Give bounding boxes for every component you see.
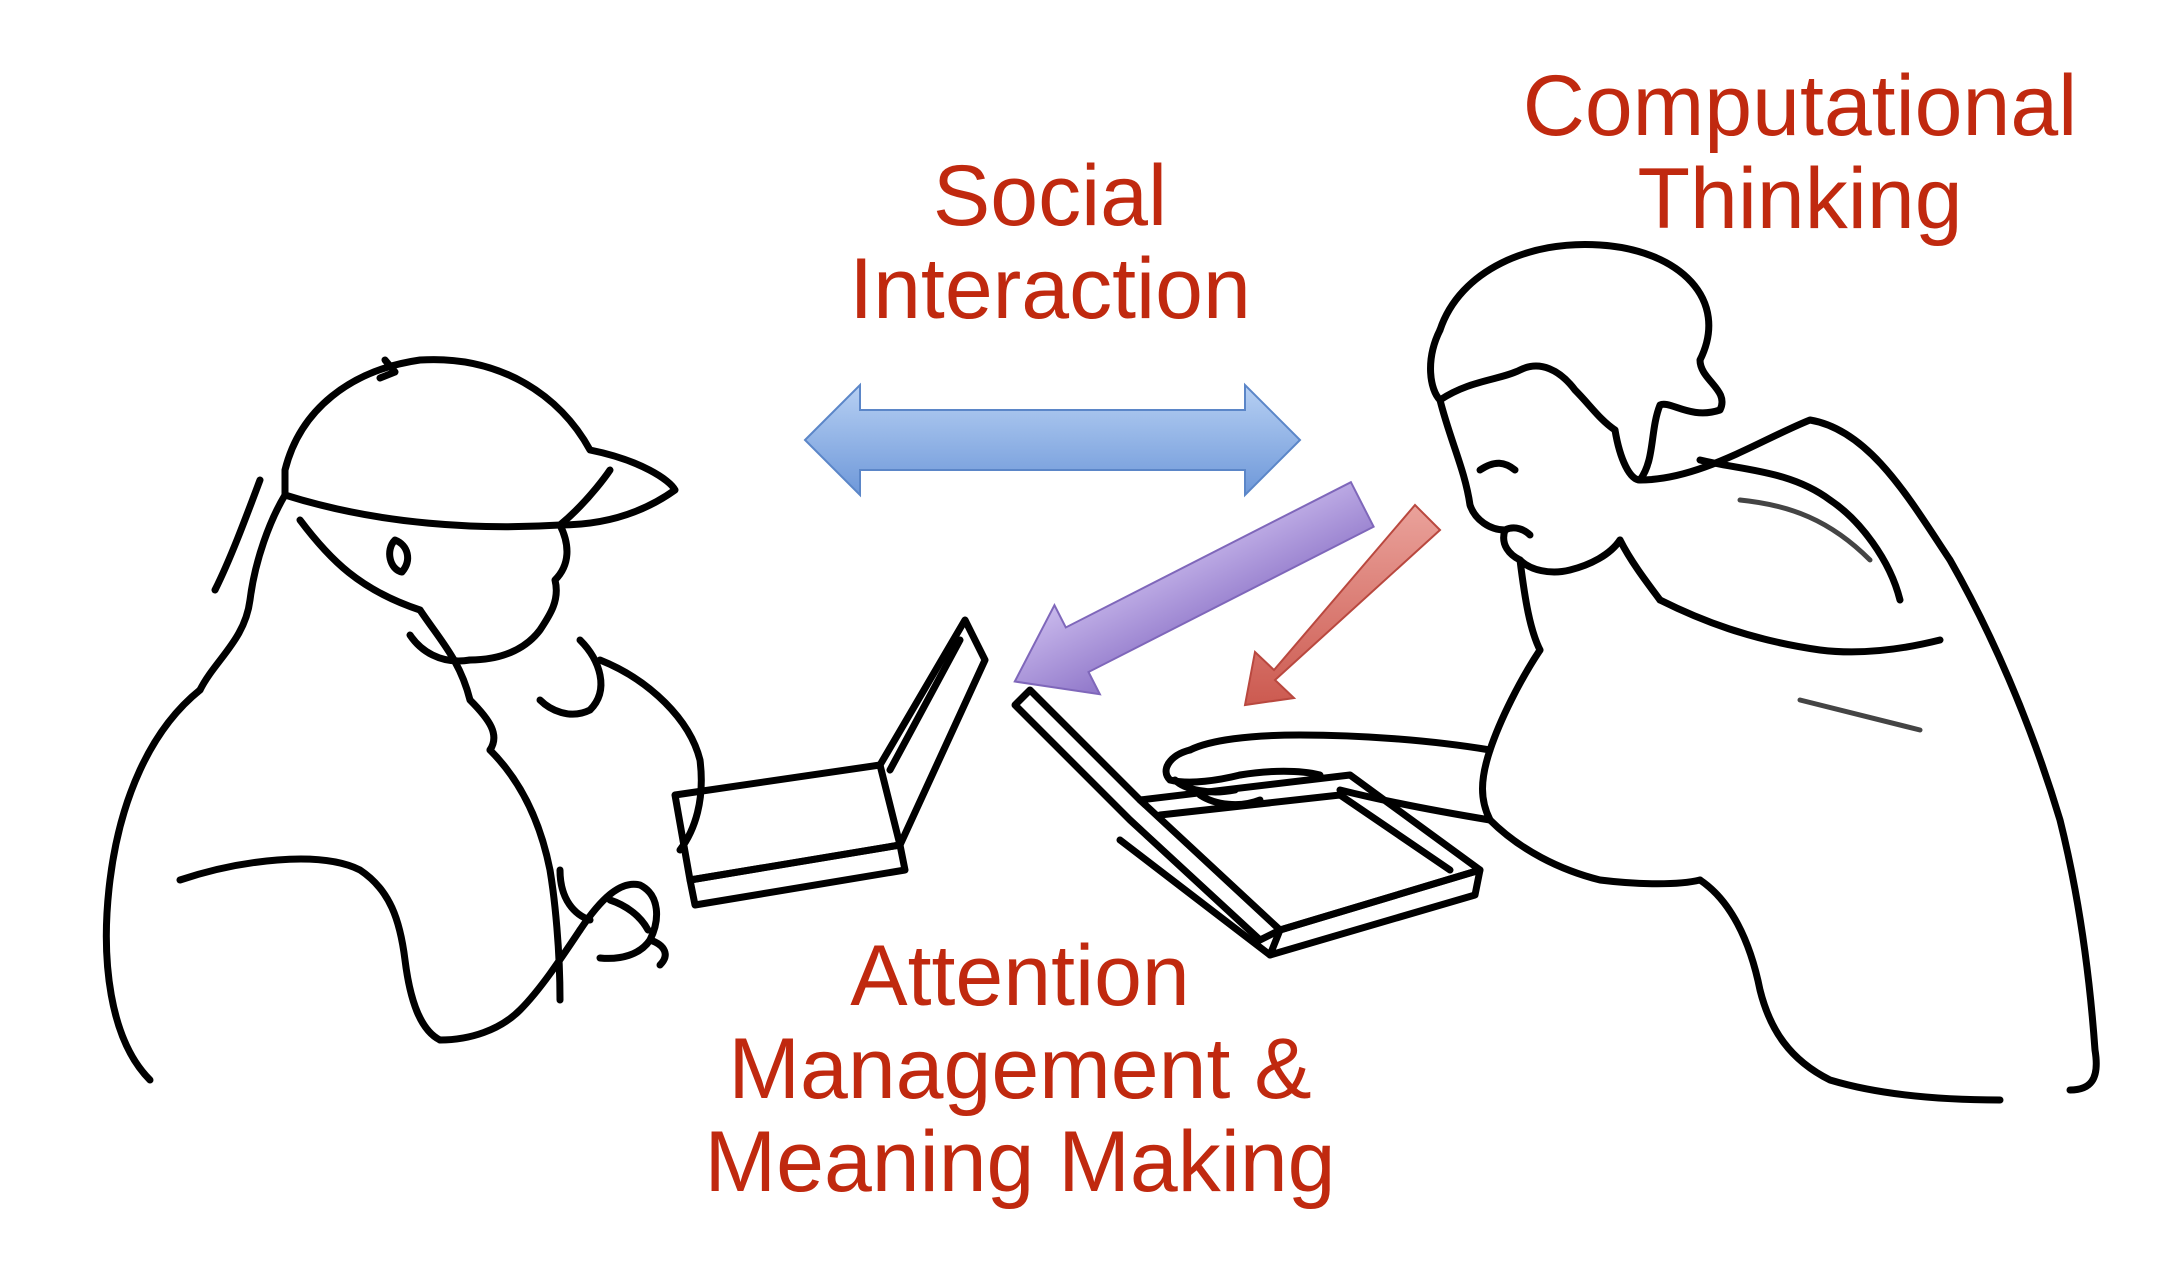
social-interaction-line-2: Interaction	[849, 240, 1251, 337]
attention-meaning-line-1: Attention	[850, 928, 1190, 1024]
computational-thinking-line-2: Thinking	[1637, 150, 1963, 247]
social-interaction-arrow-icon	[803, 382, 1302, 498]
left-laptop-icon	[671, 616, 989, 909]
attention-meaning-line-2: Management &	[728, 1020, 1312, 1117]
right-laptop-icon	[1011, 686, 1484, 959]
computational-thinking-label: Computational Thinking	[1480, 60, 2120, 246]
left-person-icon	[102, 356, 705, 1084]
right-person-icon	[1162, 240, 2100, 1104]
attention-meaning-line-3: Meaning Making	[704, 1113, 1336, 1210]
computational-thinking-line-1: Computational	[1522, 58, 2078, 154]
attention-arrow-icon	[1013, 480, 1375, 696]
social-interaction-label: Social Interaction	[800, 150, 1300, 336]
computational-arrow-icon	[1243, 503, 1442, 707]
social-interaction-line-1: Social	[932, 148, 1168, 244]
attention-meaning-label: Attention Management & Meaning Making	[640, 930, 1400, 1209]
